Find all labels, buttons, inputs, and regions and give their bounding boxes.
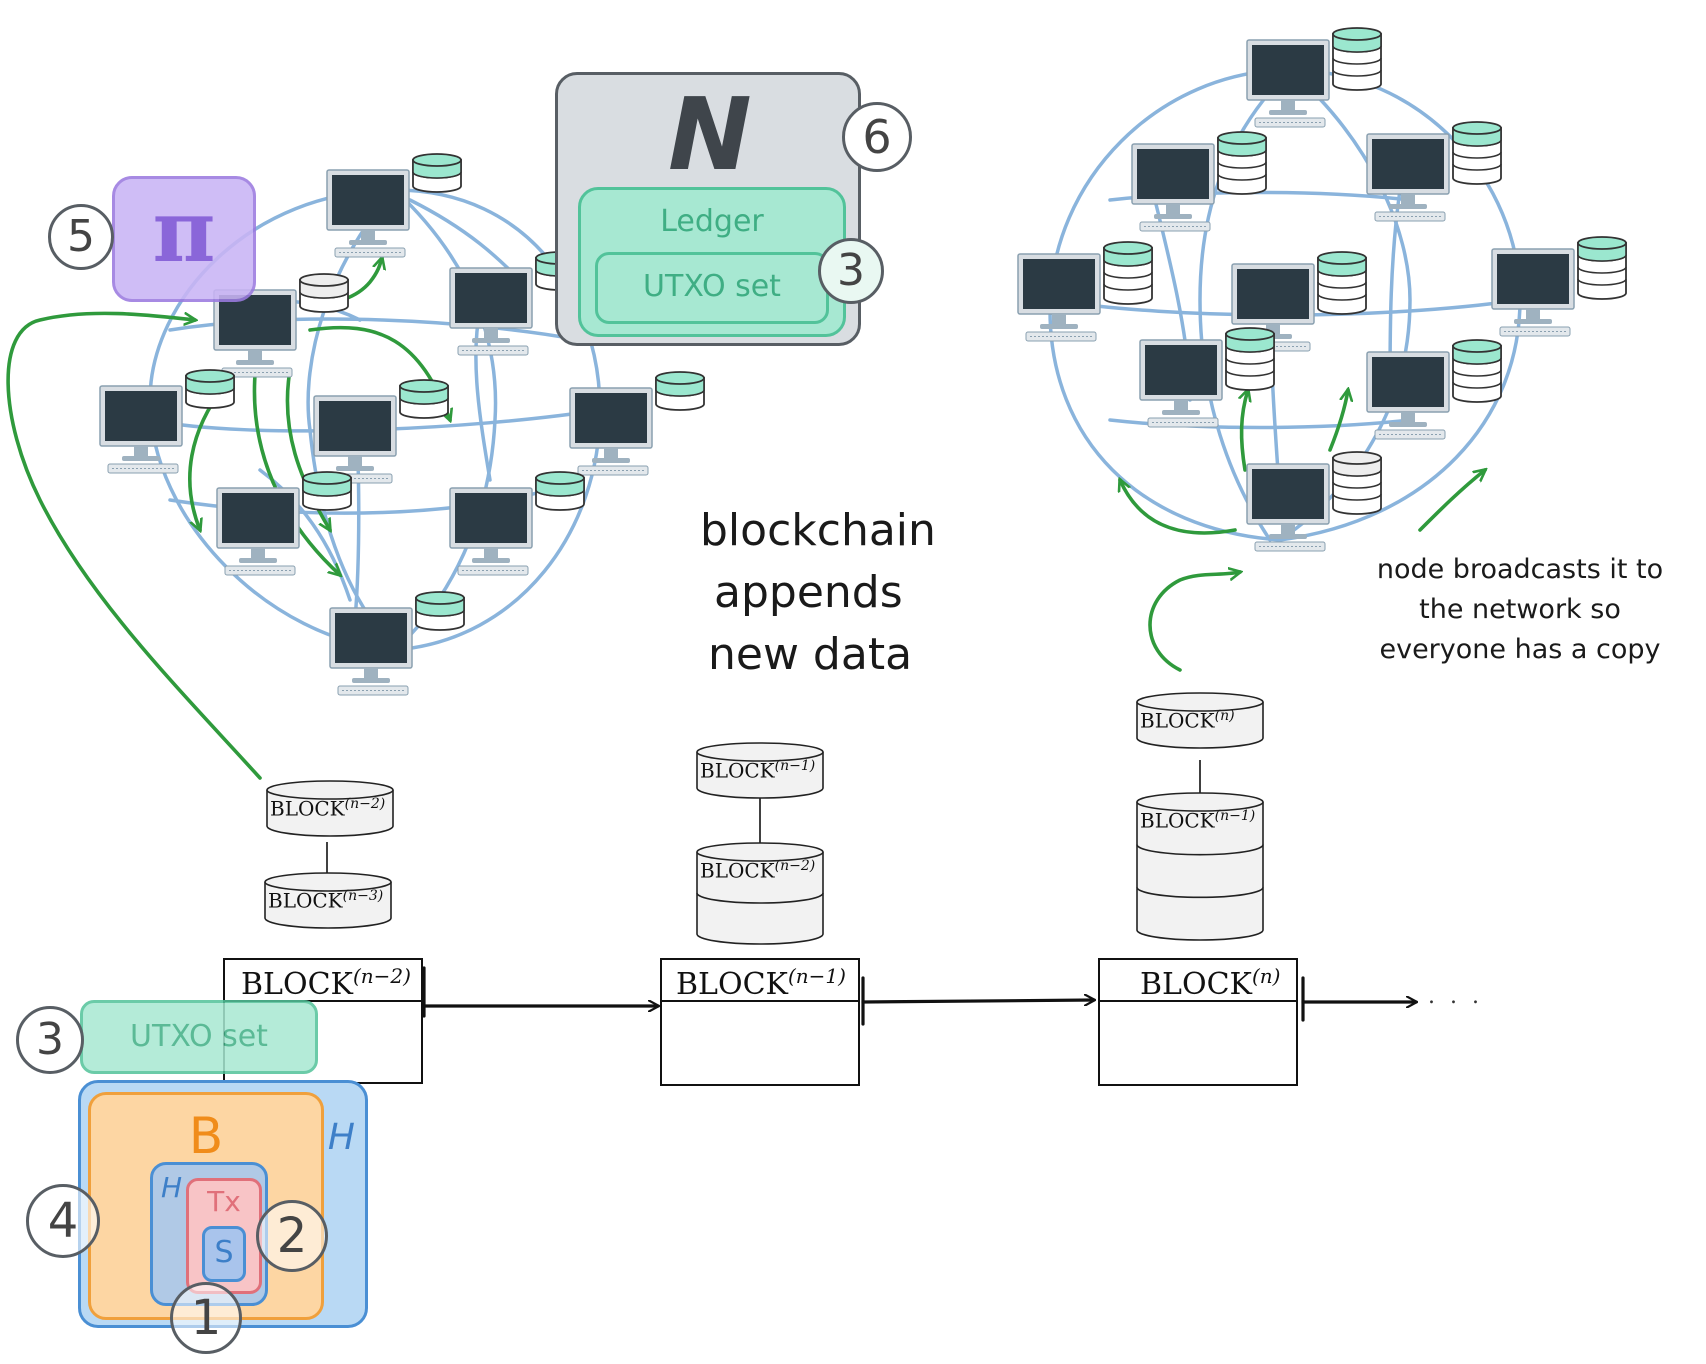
stack-middle-bottom-label: BLOCK(n−2) — [700, 858, 816, 883]
stack-left-top-cylinder: BLOCK(n−2) — [266, 780, 394, 838]
pi-number-badge: 5 — [48, 204, 114, 270]
node-computer-icon — [1017, 241, 1153, 342]
node-computer-icon — [1366, 121, 1502, 222]
ledger-utxo-label: UTXO set — [643, 269, 781, 304]
chain-block-2: BLOCK(n) — [1098, 958, 1298, 1086]
green-arrows — [6, 258, 1485, 780]
node-computer-icon — [1131, 131, 1267, 232]
caption-right: node broadcasts it to the network so eve… — [1336, 550, 1704, 670]
node-computer-icon — [329, 591, 465, 696]
stack-right-top-label: BLOCK(n) — [1140, 708, 1235, 733]
block-number-badge: 4 — [26, 1184, 100, 1258]
caption-right-line2: the network so — [1419, 594, 1621, 625]
caption-center-line2: appends — [714, 567, 903, 618]
node-computer-icon — [1491, 236, 1627, 337]
stack-left-top-label: BLOCK(n−2) — [270, 796, 386, 821]
s-number-badge: 1 — [170, 1282, 242, 1354]
stack-left-bottom-cylinder: BLOCK(n−3) — [264, 872, 392, 932]
caption-center: blockchain appends new data — [690, 500, 970, 686]
chain-block-1-label: BLOCK(n−1) — [676, 964, 846, 1002]
ledger-box: Ledger UTXO set — [578, 187, 846, 337]
ledger-utxo-box: UTXO set — [595, 252, 829, 324]
caption-right-line1: node broadcasts it to — [1376, 554, 1664, 585]
node-computer-icon — [99, 369, 235, 474]
outer-hash-label: H — [327, 1117, 355, 1158]
inner-hash-label: H — [161, 1171, 183, 1204]
node-computer-icon — [326, 153, 462, 258]
caption-right-line3: everyone has a copy — [1379, 634, 1661, 665]
node-computer-icon — [1246, 451, 1382, 552]
tx-label: Tx — [207, 1185, 241, 1218]
chain-links — [422, 966, 1416, 1026]
node-computer-icon — [1246, 27, 1382, 128]
caption-center-line1: blockchain — [700, 505, 936, 556]
pi-box: π — [112, 176, 256, 302]
chain-ellipsis: . . . — [1428, 984, 1483, 1009]
chain-block-2-label: BLOCK(n) — [1140, 964, 1281, 1002]
stack-right-bottom-label: BLOCK(n−1) — [1140, 808, 1256, 833]
stack-left-bottom-label: BLOCK(n−3) — [268, 888, 384, 913]
stack-middle-top-label: BLOCK(n−1) — [700, 758, 816, 783]
utxo-tag-number-badge: 3 — [16, 1006, 84, 1074]
stack-middle-top-cylinder: BLOCK(n−1) — [696, 742, 824, 800]
stack-right-bottom-cylinder: BLOCK(n−1) — [1136, 792, 1264, 944]
ledger-utxo-number-badge: 3 — [818, 238, 884, 304]
node-computer-icon — [449, 471, 585, 576]
n-symbol: N — [668, 76, 752, 193]
utxo-tag-label: UTXO set — [130, 1019, 268, 1054]
node-computer-icon — [569, 371, 705, 476]
chain-block-1: BLOCK(n−1) — [660, 958, 860, 1086]
caption-center-line3: new data — [708, 629, 913, 680]
stack-right-top-cylinder: BLOCK(n) — [1136, 692, 1264, 750]
block-b-label: B — [188, 1107, 224, 1165]
pi-symbol: π — [152, 181, 216, 282]
stack-middle-bottom-cylinder: BLOCK(n−2) — [696, 842, 824, 948]
ledger-label: Ledger — [660, 204, 764, 239]
ledger-container: N Ledger UTXO set — [555, 72, 861, 346]
node-computer-icon — [216, 471, 352, 576]
s-label: S — [214, 1235, 234, 1270]
ledger-number-badge: 6 — [842, 102, 912, 172]
node-computer-icon — [1366, 339, 1502, 440]
chain-block-0-label: BLOCK(n−2) — [241, 964, 411, 1002]
node-computer-icon — [1139, 327, 1275, 428]
utxo-tag: UTXO set — [80, 1000, 318, 1074]
s-box: S — [202, 1226, 246, 1282]
node-computer-icon — [213, 273, 349, 378]
node-computer-icon — [1231, 251, 1367, 352]
tx-number-badge: 2 — [256, 1200, 328, 1272]
